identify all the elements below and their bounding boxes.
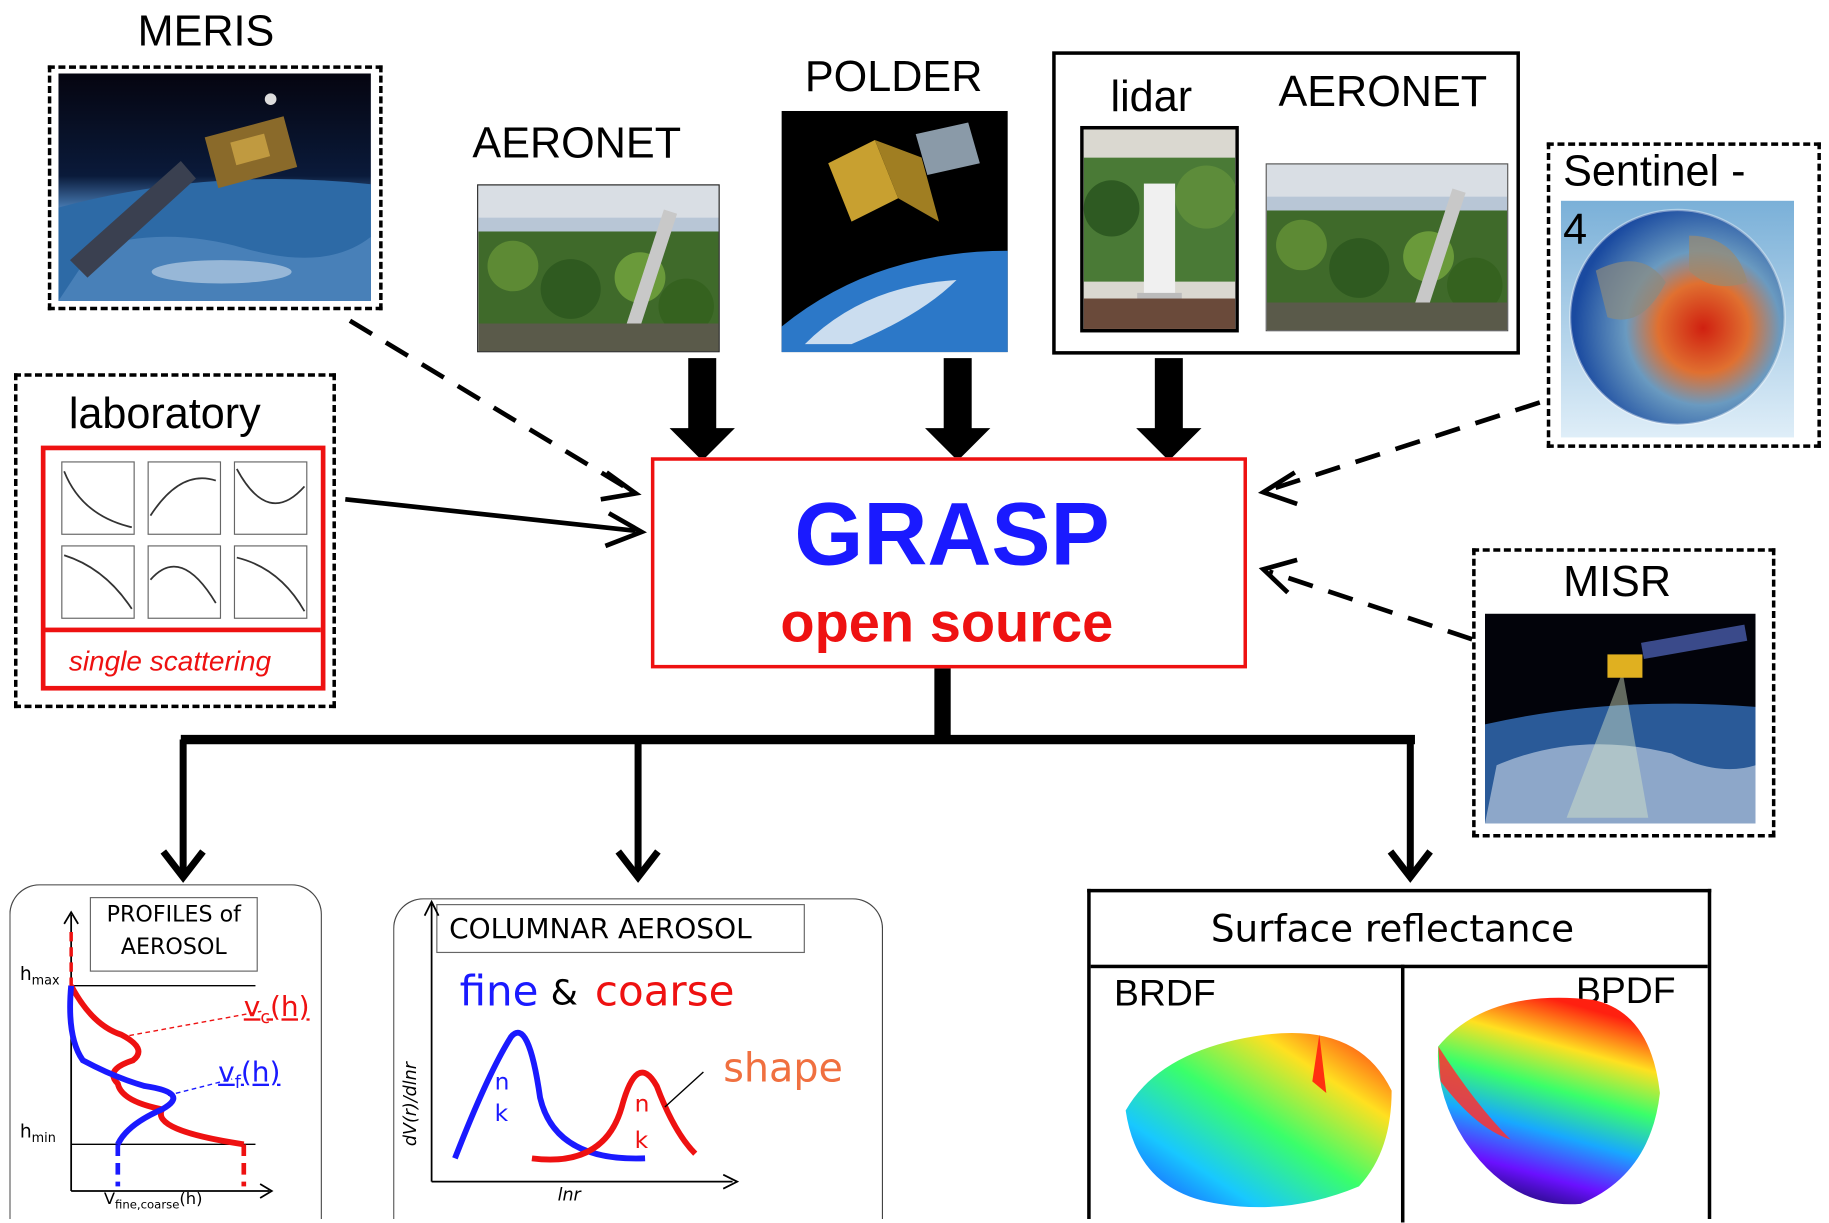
meris-arrow <box>348 318 632 492</box>
aeronet-block-arrow <box>669 358 735 461</box>
meris-box <box>47 65 383 311</box>
aeronet-right-label: AERONET <box>1278 67 1488 116</box>
sentinel-arrow <box>1268 400 1541 493</box>
grasp-subtitle: open source <box>780 592 1114 655</box>
profiles-panel: PROFILES of AEROSOL hmax hmin vc(h) vf(h… <box>9 884 322 1219</box>
laboratory-label: laboratory <box>68 389 261 438</box>
sentinel-label: Sentinel - <box>1563 146 1746 195</box>
sentinel-box <box>1546 142 1821 448</box>
laboratory-box <box>13 373 336 709</box>
profiles-title-line1: PROFILES of <box>106 901 241 928</box>
fine-n-label: n <box>494 1067 510 1096</box>
misr-label: MISR <box>1563 557 1672 606</box>
lidar-label: lidar <box>1110 72 1193 121</box>
laboratory-red-frame: single scattering <box>40 445 326 691</box>
misr-satellite-image <box>1484 613 1756 824</box>
surface-plots <box>1125 997 1660 1208</box>
brdf-surface <box>1125 1032 1392 1208</box>
aeronet-left-label: AERONET <box>472 118 682 167</box>
grasp-box: GRASP open source <box>650 457 1247 669</box>
polder-block-arrow <box>925 358 991 461</box>
bpdf-surface <box>1437 997 1660 1205</box>
shape-label: shape <box>723 1045 843 1092</box>
laboratory-plots <box>61 461 308 619</box>
columnar-plot <box>423 899 740 1190</box>
aeronet-left-image <box>477 184 720 353</box>
fine-k-label: k <box>494 1098 509 1127</box>
output-tree <box>160 667 1433 883</box>
meris-satellite-image <box>58 73 371 301</box>
polder-label: POLDER <box>804 52 983 101</box>
coarse-k-label: k <box>634 1125 649 1154</box>
laboratory-arrow <box>345 496 636 534</box>
lidar-image <box>1080 125 1239 333</box>
hmax-label: hmax <box>19 962 60 989</box>
lidar-aeronet-box <box>1052 51 1520 355</box>
surface-title: Surface reflectance <box>1210 906 1575 951</box>
fine-label: fine <box>459 968 539 1017</box>
coarse-n-label: n <box>634 1089 650 1118</box>
meris-label: MERIS <box>137 6 275 55</box>
vf-label: vf(h) <box>218 1055 281 1093</box>
vc-label: vc(h) <box>243 990 310 1028</box>
sentinel-globe-image <box>1560 200 1795 438</box>
single-scattering-label: single scattering <box>68 646 272 678</box>
columnar-xlabel: lnr <box>557 1183 581 1205</box>
sentinel-number: 4 <box>1563 205 1588 254</box>
surface-panel: Surface reflectance BRDF BPDF <box>1087 888 1712 1223</box>
amp-label: & <box>550 972 578 1014</box>
columnar-panel: COLUMNAR AEROSOL fine & coarse shape n k… <box>393 898 884 1219</box>
grasp-title: GRASP <box>794 485 1110 585</box>
profiles-xaxis-label: Vfine,coarse(h) <box>103 1189 203 1212</box>
columnar-title-box: COLUMNAR AEROSOL <box>436 904 805 954</box>
polder-satellite-image <box>781 110 1008 353</box>
aeronet-right-image <box>1265 163 1509 332</box>
brdf-label: BRDF <box>1114 971 1216 1014</box>
misr-box <box>1472 548 1776 838</box>
misr-arrow <box>1268 569 1473 642</box>
lidar-block-arrow <box>1136 358 1202 461</box>
profiles-title-box: PROFILES of AEROSOL <box>89 897 258 972</box>
hmin-label: hmin <box>19 1119 56 1146</box>
profiles-title-line2: AEROSOL <box>120 934 227 961</box>
profiles-plot <box>63 910 274 1199</box>
coarse-label: coarse <box>594 968 735 1017</box>
